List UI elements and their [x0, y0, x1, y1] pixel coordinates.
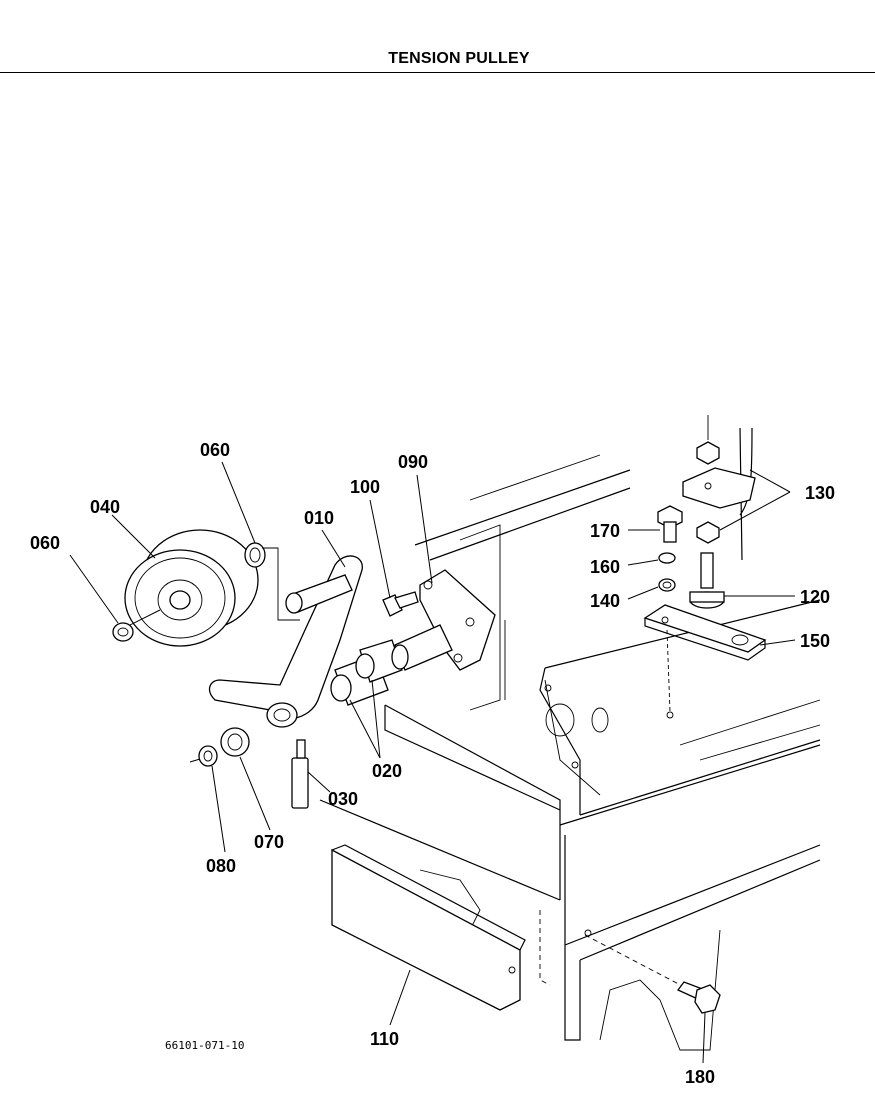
callout-010: 010 — [304, 508, 334, 528]
part-110-cover — [331, 844, 526, 1011]
callout-180: 180 — [685, 1067, 715, 1087]
callout-110: 110 — [370, 1029, 399, 1049]
callout-030: 030 — [328, 789, 358, 809]
part-170-bolt — [657, 505, 683, 543]
part-010-tension-arm — [208, 555, 363, 728]
part-180-bolt — [676, 981, 721, 1014]
part-150-plate — [643, 604, 767, 719]
part-060-circlip-right — [244, 542, 300, 621]
callout-130: 130 — [805, 483, 835, 503]
callout-090: 090 — [398, 452, 428, 472]
callout-120: 120 — [800, 587, 830, 607]
part-080-clip — [189, 745, 218, 767]
leader-lines — [69, 461, 796, 1064]
title-divider — [0, 72, 875, 73]
callout-150: 150 — [800, 631, 830, 651]
part-020-bushings — [330, 639, 403, 706]
callout-060-left: 060 — [30, 533, 60, 553]
callout-080: 080 — [206, 856, 236, 876]
callout-100: 100 — [350, 477, 380, 497]
part-030-pin — [291, 739, 309, 809]
callout-020: 020 — [372, 761, 402, 781]
callout-170: 170 — [590, 521, 620, 541]
drawing-code: 66101-071-10 — [165, 1039, 244, 1052]
part-140-spacer — [658, 578, 676, 592]
part-070-washer — [220, 727, 250, 757]
part-120-adjust-bolt — [689, 552, 725, 609]
callout-labels: 060 040 060 010 100 090 020 030 070 080 … — [30, 440, 835, 1087]
callout-070: 070 — [254, 832, 284, 852]
part-130-nut-plate — [682, 415, 756, 544]
part-090-bracket — [391, 569, 496, 671]
frame-structure — [319, 427, 821, 1051]
part-100-bolt — [382, 591, 419, 617]
part-060-circlip-left — [112, 622, 134, 642]
callout-040: 040 — [90, 497, 120, 517]
callout-060-top: 060 — [200, 440, 230, 460]
part-160-washer — [658, 552, 676, 564]
callout-140: 140 — [590, 591, 620, 611]
callout-160: 160 — [590, 557, 620, 577]
page-title: TENSION PULLEY — [388, 50, 530, 67]
part-040-pulley — [119, 529, 259, 647]
